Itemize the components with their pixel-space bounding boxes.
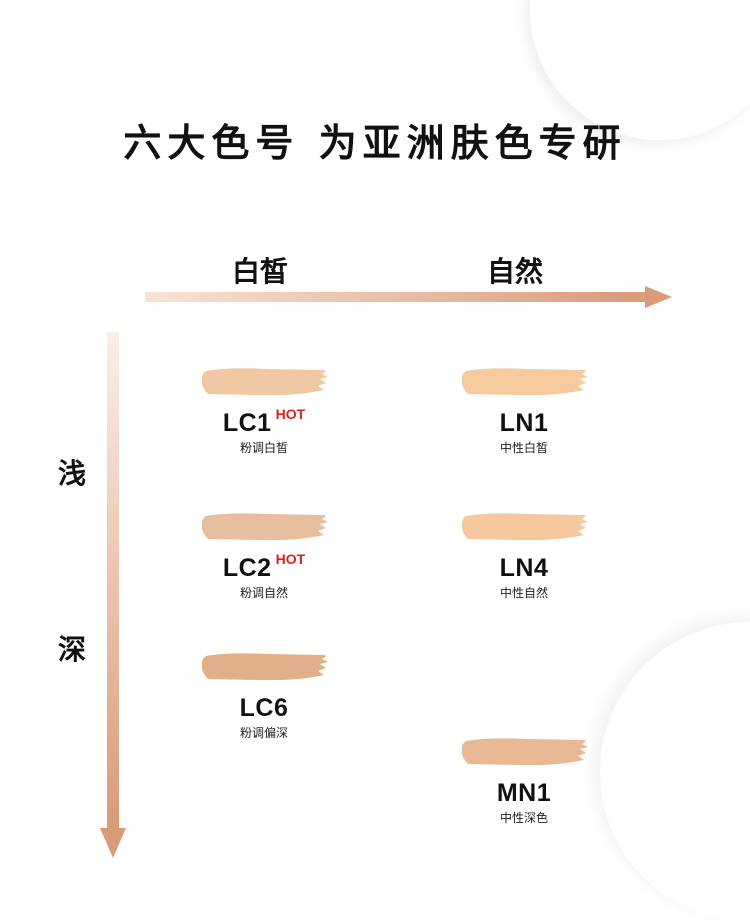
- shade-code: MN1: [496, 779, 552, 807]
- shade-mn1[interactable]: MN1 中性深色: [454, 735, 594, 826]
- x-axis-label-natural: 自然: [487, 255, 544, 288]
- y-axis-label-light: 浅: [58, 457, 87, 490]
- hot-badge: HOT: [275, 406, 306, 422]
- shade-code: LC6: [239, 694, 289, 722]
- foundation-swatch: [201, 368, 328, 396]
- swatch-shape: [461, 738, 588, 766]
- shade-code: LC2: [222, 554, 272, 582]
- shade-ln1[interactable]: LN1 中性白皙: [454, 365, 594, 456]
- shade-code: LN1: [499, 409, 549, 437]
- y-axis-label-deep: 深: [58, 633, 87, 666]
- foundation-swatch: [201, 513, 328, 541]
- shade-description: 粉调自然: [239, 586, 288, 600]
- shade-code: LN4: [499, 554, 549, 582]
- shade-description: 中性深色: [499, 811, 548, 825]
- horizontal-arrow: [145, 286, 672, 308]
- foundation-swatch: [201, 653, 328, 681]
- shade-ln4[interactable]: LN4 中性自然: [454, 510, 594, 601]
- foundation-swatch: [461, 368, 588, 396]
- swatch-shape: [461, 368, 588, 396]
- hot-badge: HOT: [275, 551, 306, 567]
- shade-description: 粉调偏深: [239, 726, 288, 740]
- shade-code: LC1: [222, 409, 272, 437]
- shade-description: 中性白皙: [499, 441, 548, 455]
- shade-lc6[interactable]: LC6 粉调偏深: [194, 650, 334, 741]
- vertical-arrow: [100, 332, 126, 858]
- foundation-swatch: [461, 738, 588, 766]
- swatch-shape: [201, 653, 328, 681]
- decorative-swoosh: [600, 622, 750, 922]
- swatch-shape: [201, 513, 328, 541]
- swatch-shape: [461, 513, 588, 541]
- swatch-shape: [201, 368, 328, 396]
- foundation-swatch: [461, 513, 588, 541]
- x-axis-label-fair: 白皙: [232, 255, 289, 288]
- shade-description: 中性自然: [499, 586, 548, 600]
- page-title: 六大色号 为亚洲肤色专研: [123, 121, 627, 165]
- shade-description: 粉调白皙: [239, 441, 288, 455]
